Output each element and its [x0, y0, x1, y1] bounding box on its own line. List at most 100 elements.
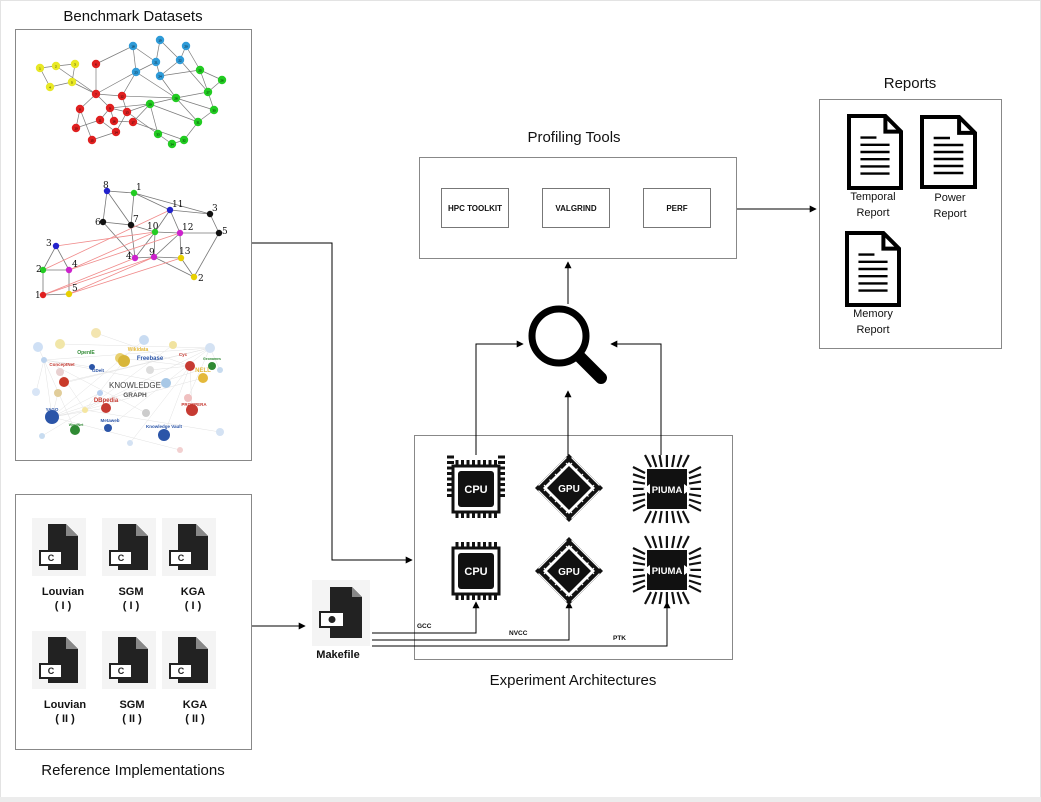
graph-node	[181, 41, 191, 51]
kg-link	[119, 357, 191, 367]
chip-pin-gap	[538, 573, 567, 602]
chip-pin	[461, 460, 464, 467]
c-file-icon: C	[162, 518, 216, 576]
kg-node	[45, 410, 59, 424]
graph-node	[122, 107, 132, 117]
graph-edge	[179, 232, 182, 259]
c-file-icon-glyph: C	[48, 553, 55, 563]
c-file-icon-fold	[66, 524, 78, 536]
c-file-icon-glyph: C	[118, 553, 125, 563]
graph-edge	[75, 119, 101, 129]
graph-node-label: 30	[212, 108, 216, 112]
graph-node	[127, 221, 135, 229]
graph-edge	[153, 232, 181, 258]
kg-node	[32, 388, 40, 396]
graph-node-label: 10	[74, 126, 78, 130]
chip-pin	[461, 593, 464, 600]
chip-pin-gap	[576, 451, 606, 481]
graph-edge	[132, 45, 137, 73]
graph-edge	[133, 192, 211, 215]
graph-node-label: 1	[136, 183, 142, 193]
graph-edge	[175, 97, 199, 123]
chip-pin	[498, 488, 505, 492]
louvian-1-caption: Louvian ( I )	[28, 585, 98, 613]
graph-node-label: 34	[170, 142, 174, 146]
graph-edge	[159, 69, 201, 77]
chip-pin	[483, 511, 486, 518]
chip-die	[647, 550, 687, 590]
chip-pin	[632, 574, 646, 579]
graph-node-label: 3	[74, 62, 76, 66]
kg-link	[63, 347, 211, 383]
c-file-icon: C	[162, 631, 216, 689]
graph-edge	[153, 256, 182, 259]
graph-node	[155, 35, 165, 45]
reference-implementations-title: Reference Implementations	[41, 762, 225, 779]
chip-pin	[472, 542, 475, 549]
chip-die	[547, 549, 591, 593]
graph-edge	[193, 232, 220, 278]
graph-edge	[55, 245, 70, 271]
c-file-icon-badge	[39, 663, 63, 679]
match-edge	[42, 257, 136, 296]
memory-report-icon-fold	[881, 233, 899, 251]
graph-node-label: 11	[172, 200, 183, 210]
chip-pin	[688, 554, 702, 561]
kg-link	[107, 347, 211, 429]
kg-term: Metaweb	[100, 418, 119, 423]
temporal-report-line1: Temporal	[850, 191, 896, 203]
graph-node	[111, 127, 121, 137]
makefile-icon-fold	[352, 587, 362, 597]
chip-label: PIUMA	[652, 485, 683, 496]
graph-node-label: 26	[220, 78, 224, 82]
impl-version: ( II )	[55, 713, 75, 725]
chip-pin	[455, 460, 459, 467]
graph-node	[155, 71, 165, 81]
chip-pin	[632, 561, 646, 566]
kg-term: Freebase	[137, 356, 164, 362]
graph-node	[128, 117, 138, 127]
chip-label: CPU	[464, 566, 487, 578]
chip-pin	[658, 535, 663, 549]
chip-pin-gap	[532, 451, 562, 481]
kg-link	[43, 347, 211, 361]
chip-pin	[676, 591, 683, 605]
kg-link	[187, 347, 211, 399]
graph-node-label: 18	[131, 44, 135, 48]
chip-pin-gap	[576, 495, 606, 525]
graph-node-label: 3	[212, 204, 218, 214]
chip-pin	[632, 547, 646, 555]
graph-node	[71, 123, 81, 133]
chip-pin	[455, 593, 459, 600]
graph-node-label: 15	[90, 138, 94, 142]
graph-edge	[149, 103, 159, 135]
kg-node	[177, 447, 183, 453]
reports-title: Reports	[883, 75, 937, 92]
impl-name: KGA	[180, 586, 206, 598]
c-file-icon: C	[102, 518, 156, 576]
nvcc-arrow	[372, 601, 573, 641]
graph-node	[130, 189, 138, 197]
piuma-chip-icon: PIUMA	[632, 535, 702, 605]
impl-name: SGM	[118, 586, 144, 598]
graph-edge	[102, 190, 108, 223]
chip-pin	[466, 511, 470, 518]
graph-node	[91, 89, 101, 99]
graph-node	[35, 63, 45, 73]
chip-pin	[681, 535, 690, 549]
graph-edge	[42, 245, 57, 271]
chip-pin	[658, 510, 663, 524]
impl-name: Louvian	[41, 586, 85, 598]
graph-node	[70, 59, 80, 69]
chip-pin	[447, 455, 454, 459]
chip-pin-gap	[571, 573, 600, 602]
chip-pin	[658, 591, 663, 605]
kg-link	[84, 360, 125, 411]
chip-label: PIUMA	[652, 566, 683, 577]
chip-pin-gap	[571, 490, 600, 519]
kg-node	[91, 328, 101, 338]
c-file-icon-fold	[136, 637, 148, 649]
c-file-icon-fold	[136, 524, 148, 536]
